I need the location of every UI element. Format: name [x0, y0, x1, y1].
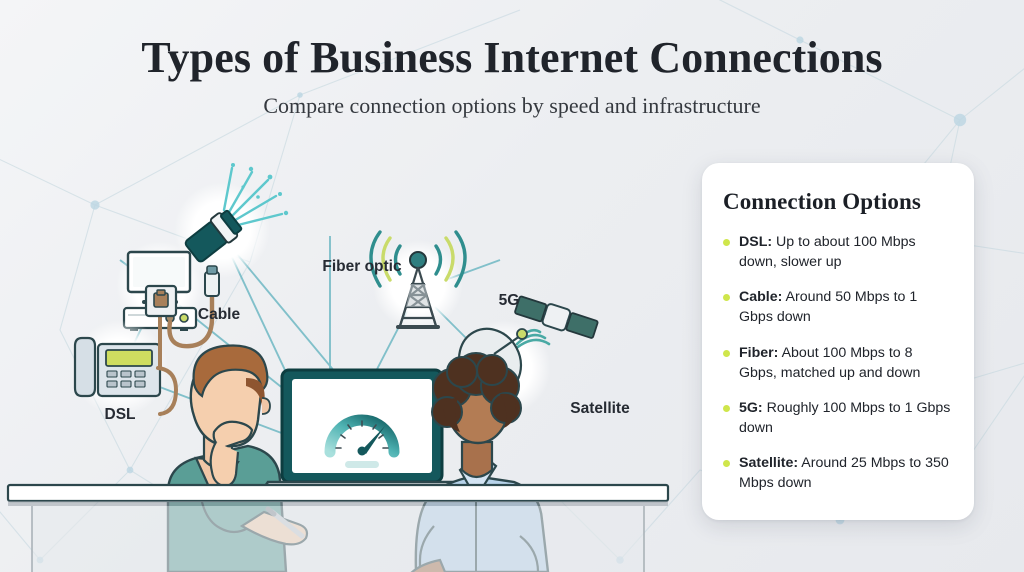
page-subtitle: Compare connection options by speed and … [263, 93, 761, 119]
node-label-5g: 5G [498, 292, 520, 309]
option-detail: Around 50 Mbps to 1 Gbps down [739, 289, 918, 326]
bullet-icon [723, 460, 730, 468]
option-text: Satellite: Around 25 Mbps to 350 Mbps do… [739, 453, 954, 493]
bullet-icon [723, 404, 730, 412]
speedometer-gauge-icon [324, 414, 400, 468]
option-term: Cable: [739, 289, 783, 306]
illustration-area: DSL Cable Fiber optic 5G Satellite [0, 140, 690, 572]
list-item: 5G: Roughly 100 Mbps to 1 Gbps down [723, 398, 954, 438]
laptop-icon [255, 368, 469, 498]
option-detail: About 100 Mbps to 8 Gbps, matched up and… [739, 344, 921, 381]
option-term: DSL: [739, 234, 773, 250]
option-term: Fiber: [739, 344, 779, 361]
option-detail: Up to about 100 Mbps down, slower up [739, 234, 916, 271]
list-item: Fiber: About 100 Mbps to 8 Gbps, matched… [723, 343, 954, 383]
option-text: DSL: Up to about 100 Mbps down, slower u… [739, 232, 954, 272]
page-title: Types of Business Internet Connections [141, 33, 883, 82]
list-item: Cable: Around 50 Mbps to 1 Gbps down [723, 287, 954, 327]
cell-tower-icon [369, 230, 467, 329]
node-label-dsl: DSL [104, 406, 136, 423]
panel-title: Connection Options [723, 189, 921, 214]
illustration-svg [6, 163, 670, 572]
header: Types of Business Internet Connections C… [0, 33, 1024, 119]
option-text: Fiber: About 100 Mbps to 8 Gbps, matched… [739, 343, 954, 383]
node-label-fiber: Fiber optic [322, 258, 402, 275]
option-text: Cable: Around 50 Mbps to 1 Gbps down [739, 287, 954, 327]
list-item: Satellite: Around 25 Mbps to 350 Mbps do… [723, 453, 954, 493]
node-5g[interactable] [369, 230, 467, 330]
node-dsl[interactable] [72, 284, 179, 416]
node-fiber[interactable] [174, 163, 289, 278]
option-text: 5G: Roughly 100 Mbps to 1 Gbps down [739, 398, 954, 438]
bullet-icon [723, 349, 730, 357]
landline-phone-icon [73, 284, 179, 416]
bullet-icon [723, 294, 730, 302]
option-term: 5G: [739, 399, 763, 416]
option-detail: Roughly 100 Mbps to 1 Gbps down [739, 399, 951, 437]
list-item: DSL: Up to about 100 Mbps down, slower u… [723, 232, 954, 272]
node-label-satellite: Satellite [570, 400, 630, 417]
option-detail: Around 25 Mbps to 350 Mbps down [739, 455, 949, 492]
bullet-icon [723, 239, 730, 246]
desk-illustration [6, 483, 670, 572]
connection-options-panel: Connection Options DSL: Up to about 100 … [702, 163, 974, 520]
node-label-cable: Cable [197, 306, 241, 323]
fiber-optic-cable-icon [184, 163, 289, 263]
option-term: Satellite: [739, 455, 799, 472]
